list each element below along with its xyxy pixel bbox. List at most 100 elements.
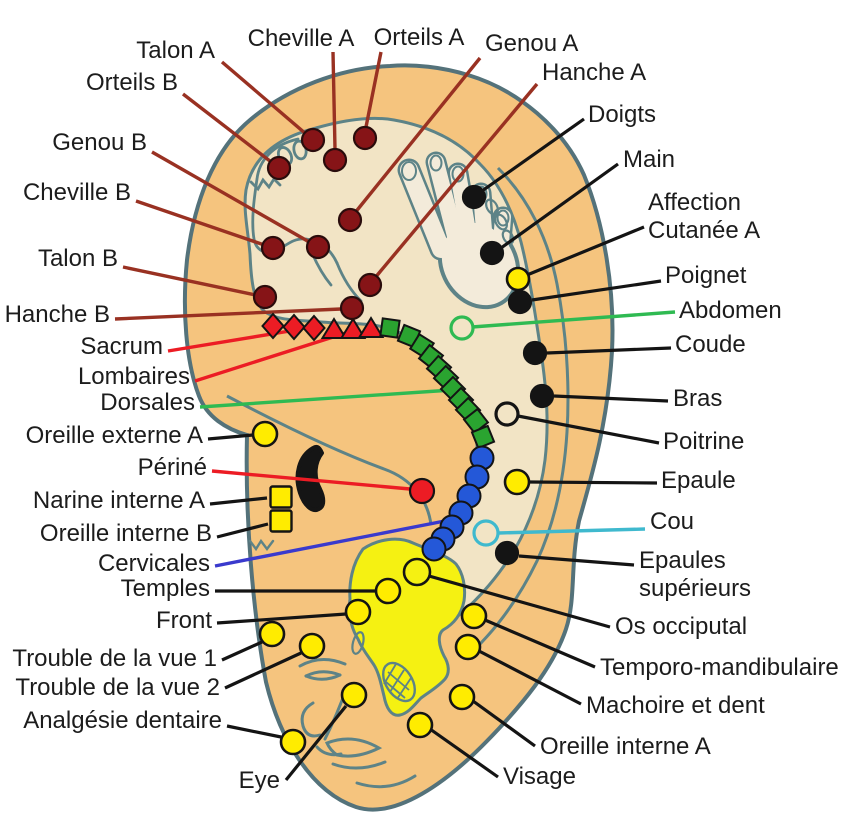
point-marker-genou-a	[337, 207, 363, 233]
point-label-hanche-a: Hanche A	[542, 59, 646, 86]
eye-line-lower	[304, 673, 342, 681]
mouth-line	[331, 760, 387, 770]
leader-line-machoire-et-dent	[478, 649, 582, 706]
leader-line-trouble-de-la-vue-1	[221, 640, 263, 662]
leader-line-front	[216, 612, 347, 625]
skull-eye-socket	[351, 631, 365, 655]
leader-line-cou	[498, 527, 646, 535]
point-marker-affection-cutanee-a	[505, 266, 531, 292]
point-marker-oreille-externe-a	[251, 420, 279, 448]
point-marker-bras	[529, 383, 555, 409]
point-label-abdomen: Abdomen	[679, 297, 782, 324]
point-marker-genou-b	[305, 234, 331, 260]
point-label-os-occiputal: Os occiputal	[615, 613, 747, 640]
small-squiggle	[248, 538, 275, 552]
point-marker-doigts	[461, 184, 487, 210]
lombaires-triangle-1	[320, 317, 348, 339]
leader-line-coude	[546, 346, 672, 355]
point-label-genou-a: Genou A	[485, 30, 578, 57]
ear-curl	[300, 701, 322, 738]
leader-line-genou-b	[151, 150, 319, 249]
leader-line-lombaires	[194, 329, 353, 383]
point-label-visage: Visage	[503, 763, 576, 790]
leader-line-hanche-a	[372, 82, 539, 281]
leader-line-genou-a	[352, 56, 482, 216]
lombaires-triangle-3	[357, 316, 385, 338]
leader-line-cheville-b	[135, 199, 274, 250]
brow-line	[298, 658, 347, 668]
point-marker-eye	[340, 681, 368, 709]
leader-line-analgesie-dentaire	[226, 724, 282, 739]
sacrum-diamond-3	[302, 314, 326, 342]
leader-line-temporo-mandibulaire	[484, 618, 596, 669]
point-marker-talon-a	[300, 127, 326, 153]
leader-line-talon-b	[122, 265, 266, 299]
point-label-oreille-interne-b: Oreille interne B	[40, 520, 212, 547]
point-label-lombaires: Lombaires	[78, 363, 190, 390]
skull-teeth-grid	[383, 663, 412, 700]
point-marker-oreille-interne-a	[448, 683, 476, 711]
point-markers	[251, 125, 555, 756]
leader-line-cheville-a	[331, 51, 337, 150]
point-label-epaule: Epaule	[661, 467, 736, 494]
point-marker-temporo-mandibulaire	[460, 602, 488, 630]
point-label-poignet: Poignet	[665, 262, 747, 289]
chin-line	[355, 774, 417, 789]
point-label-temples: Temples	[121, 575, 210, 602]
point-label-orteils-b: Orteils B	[86, 69, 178, 96]
point-marker-talon-b	[252, 284, 278, 310]
leader-line-cervicales	[214, 517, 456, 568]
dorsales-square-1	[379, 317, 401, 339]
point-marker-hanche-b	[339, 295, 365, 321]
point-marker-orteils-b	[266, 155, 292, 181]
leader-line-sacrum	[167, 327, 303, 353]
point-label-genou-b: Genou B	[52, 129, 147, 156]
point-label-cou: Cou	[650, 508, 694, 535]
toes-squiggle	[249, 176, 282, 192]
point-label-hanche-b: Hanche B	[5, 301, 110, 328]
point-marker-analgesie-dentaire	[279, 728, 307, 756]
point-label-temporo-mandibulaire: Temporo-mandibulaire	[600, 654, 839, 681]
leader-line-talon-a	[220, 60, 315, 142]
point-label-oreille-externe-a: Oreille externe A	[26, 422, 203, 449]
point-marker-abdomen	[449, 315, 475, 341]
point-marker-orteils-a	[352, 125, 378, 151]
eye-line	[304, 670, 342, 678]
point-label-machoire-et-dent: Machoire et dent	[586, 692, 765, 719]
leader-line-narine-interne-a	[209, 496, 268, 506]
point-marker-cou	[472, 519, 500, 547]
point-marker-trouble-de-la-vue-2	[298, 632, 326, 660]
point-label-talon-a: Talon A	[136, 37, 215, 64]
point-label-cervicales: Cervicales	[98, 550, 210, 577]
point-label-cheville-a: Cheville A	[248, 25, 355, 52]
point-label-eye: Eye	[239, 767, 280, 794]
leader-line-oreille-interne-b	[216, 522, 269, 539]
leader-line-bras	[553, 394, 669, 403]
leader-line-abdomen	[471, 310, 676, 329]
point-label-coude: Coude	[675, 331, 746, 358]
point-marker-epaule	[503, 468, 531, 496]
leader-line-dorsales	[199, 388, 453, 409]
point-label-bras: Bras	[673, 385, 722, 412]
point-marker-coude	[522, 340, 548, 366]
point-marker-main	[479, 240, 505, 266]
leader-line-visage	[429, 727, 499, 779]
point-marker-cheville-a	[322, 147, 348, 173]
nose-wedge	[325, 737, 383, 758]
leader-line-doigts	[481, 117, 585, 193]
leader-line-poitrine	[517, 414, 660, 445]
leader-line-oreille-externe-a	[207, 433, 254, 441]
point-label-perine: Périné	[138, 454, 207, 481]
helix-rim-line	[471, 166, 570, 653]
finger-curls	[485, 198, 515, 245]
leader-lines	[114, 51, 676, 782]
leader-line-oreille-interne-a	[472, 699, 536, 748]
point-label-talon-b: Talon B	[38, 245, 118, 272]
dorsales-square-11	[470, 424, 496, 450]
spine-chains	[261, 312, 496, 562]
leader-line-hanche-b	[114, 307, 342, 321]
sacrum-diamond-2	[282, 313, 306, 341]
leader-line-epaules-superieurs	[518, 554, 635, 567]
point-marker-narine-interne-a	[269, 485, 293, 509]
